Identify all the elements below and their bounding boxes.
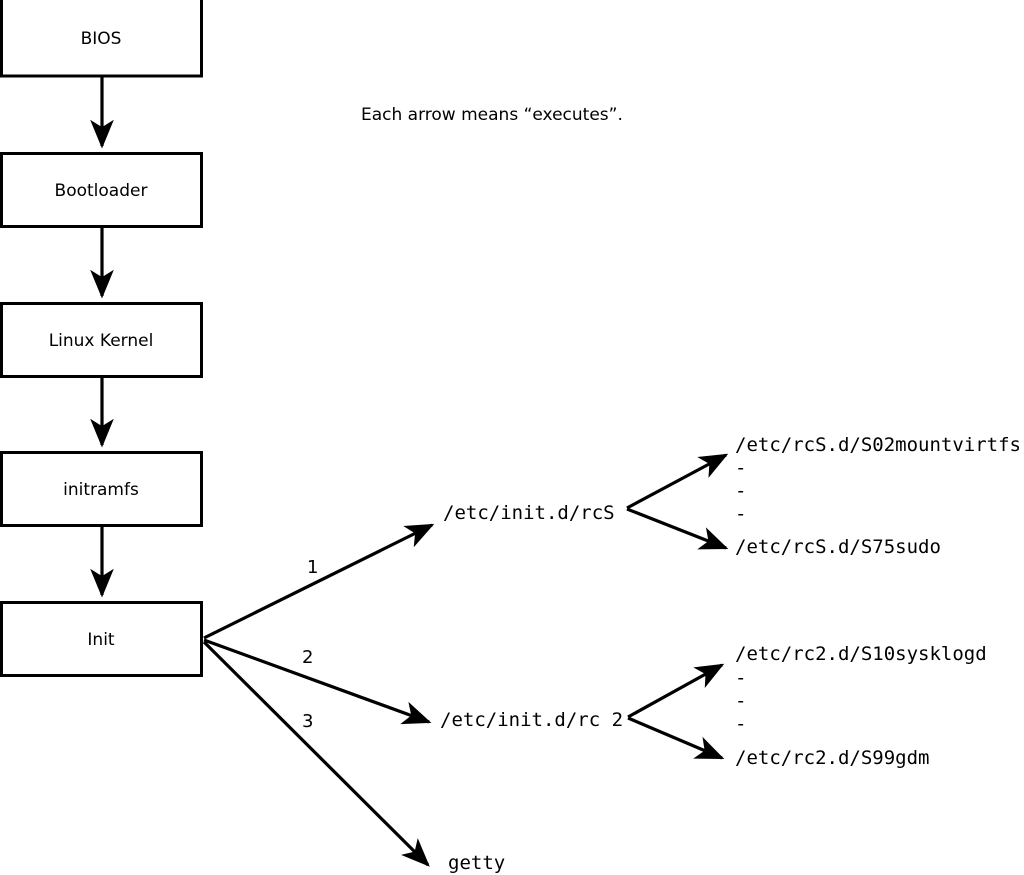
branch-number-3: 3 [302, 711, 313, 732]
rc2-ellipsis-dash-2: - [735, 690, 746, 712]
legend-note: Each arrow means “executes”. [361, 105, 623, 125]
box-init-label: Init [87, 630, 115, 650]
label-rcs-first-script: /etc/rcS.d/S02mountvirtfs [735, 434, 1021, 456]
label-init-d-rc2: /etc/init.d/rc 2 [440, 709, 623, 731]
box-bios-rect [0, 0, 203, 78]
rc2-ellipsis-dash-3: - [735, 713, 746, 735]
box-initramfs: initramfs [0, 451, 203, 527]
box-bootloader-label: Bootloader [55, 181, 148, 201]
arrow-rcs-to-last-script [626, 507, 729, 550]
box-bios: BIOS [0, 0, 203, 78]
rcs-ellipsis-dash-3: - [735, 503, 746, 525]
rcs-ellipsis-dash-2: - [735, 480, 746, 502]
box-initramfs-label: initramfs [63, 480, 139, 500]
label-rc2-first-script: /etc/rc2.d/S10sysklogd [735, 643, 987, 665]
box-linux-kernel: Linux Kernel [0, 302, 203, 378]
arrow-rc2-to-first-script [627, 663, 725, 719]
arrow-init-to-rc2 [203, 638, 432, 725]
box-linux-kernel-label: Linux Kernel [49, 331, 154, 351]
arrow-rc2-to-last-script [627, 716, 725, 760]
label-rcs-last-script: /etc/rcS.d/S75sudo [735, 536, 941, 558]
box-init: Init [0, 601, 203, 677]
label-init-d-rcs: /etc/init.d/rcS [443, 502, 615, 524]
arrow-rcs-to-first-script [626, 453, 729, 510]
box-bootloader-rect [0, 152, 203, 228]
box-init-rect [0, 601, 203, 677]
arrow-init-to-rcs [203, 523, 435, 640]
box-bios-label: BIOS [81, 29, 122, 49]
box-linux-kernel-rect [0, 302, 203, 378]
label-rc2-last-script: /etc/rc2.d/S99gdm [735, 747, 929, 769]
label-getty: getty [448, 852, 505, 874]
rcs-ellipsis-dash-1: - [735, 457, 746, 479]
arrow-init-to-getty [202, 640, 430, 867]
branch-number-1: 1 [307, 557, 318, 578]
box-initramfs-rect [0, 451, 203, 527]
branch-number-2: 2 [302, 647, 313, 668]
rc2-ellipsis-dash-1: - [735, 667, 746, 689]
box-bootloader: Bootloader [0, 152, 203, 228]
